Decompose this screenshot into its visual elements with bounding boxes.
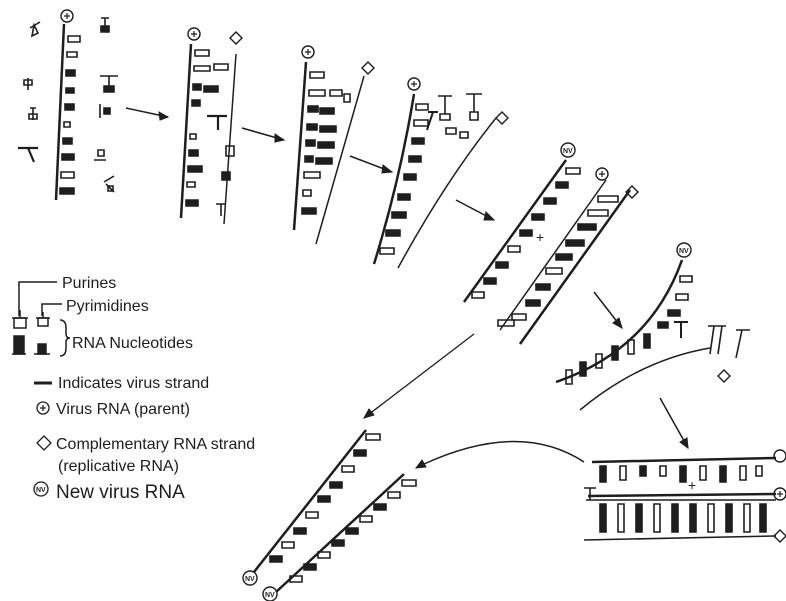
new-virus-symbol-stage5: NV xyxy=(563,148,573,155)
svg-text:NV: NV xyxy=(36,487,46,494)
arrow-3 xyxy=(350,156,392,173)
new-virus-symbol-out1: NV xyxy=(245,576,255,583)
legend-virus-rna-parent: Virus RNA (parent) xyxy=(56,401,190,418)
arrow-5 xyxy=(594,292,622,328)
new-virus-symbol-out2: NV xyxy=(265,592,275,599)
curved-arrow-to-output xyxy=(416,441,584,468)
legend-complementary-line1: Complementary RNA strand xyxy=(56,436,255,453)
stage-8-new-virus-strands xyxy=(243,430,416,601)
arrow-1 xyxy=(126,108,168,120)
arrow-2 xyxy=(242,128,284,142)
legend-new-virus-rna: New virus RNA xyxy=(56,482,185,503)
arrow-6 xyxy=(660,398,688,448)
parent-symbol-icon xyxy=(37,402,49,414)
legend-rna-nucleotides: RNA Nucleotides xyxy=(72,335,193,352)
legend-purines: Purines xyxy=(62,275,116,292)
legend: Purines Pyrimidines RNA Nucleotides Indi… xyxy=(12,275,255,503)
complementary-symbol-icon xyxy=(37,436,51,450)
new-virus-symbol-icon: NV xyxy=(34,482,48,496)
nucleotide-glyphs xyxy=(12,310,50,354)
legend-pyrimidines: Pyrimidines xyxy=(66,298,149,315)
new-virus-symbol-stage6: NV xyxy=(679,248,689,255)
plus-sign-stage7: + xyxy=(688,477,696,493)
long-arrow-to-output xyxy=(364,334,474,418)
legend-complementary-line2: (replicative RNA) xyxy=(58,458,179,475)
plus-sign-stage5: + xyxy=(536,229,544,245)
stage-4-separating xyxy=(374,78,508,268)
stage-3-pairing xyxy=(294,46,374,244)
legend-virus-strand: Indicates virus strand xyxy=(58,375,209,392)
stage-6-fork xyxy=(556,243,750,410)
stage-1-parent-strand xyxy=(18,10,118,200)
stage-2-pairing xyxy=(181,28,242,224)
stage-7-duplexes xyxy=(584,450,786,542)
arrow-4 xyxy=(456,200,494,220)
